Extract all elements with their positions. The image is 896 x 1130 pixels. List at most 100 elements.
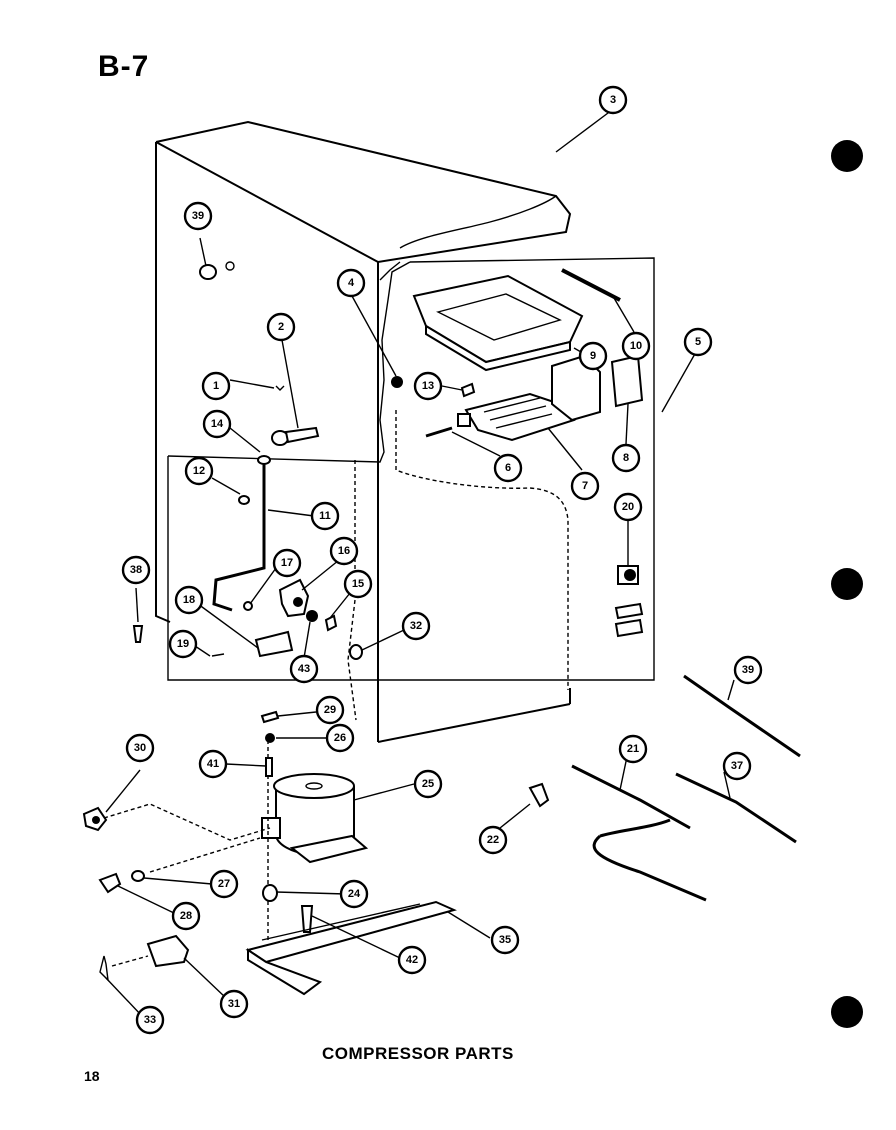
callout-11: 11	[310, 501, 340, 531]
fill-tube-pin	[425, 426, 453, 438]
callout-5: 5	[683, 327, 713, 357]
callout-28: 27	[209, 869, 239, 899]
drain-line	[347, 460, 357, 721]
svg-text:25: 25	[422, 778, 434, 790]
callout-4: 4	[336, 268, 366, 298]
callout-15: 15	[343, 569, 373, 599]
wire-harness	[571, 764, 691, 830]
svg-text:7: 7	[582, 480, 588, 492]
relay-overload	[82, 803, 271, 841]
svg-text:38: 38	[130, 564, 142, 576]
callout-12: 12	[184, 456, 214, 486]
callout-25: 25	[413, 769, 443, 799]
instruction-card	[610, 354, 644, 408]
svg-text:11: 11	[319, 510, 331, 522]
callout-13: 13	[413, 371, 443, 401]
refrigerant-line	[395, 410, 569, 690]
power-cord	[592, 818, 707, 902]
callout-7: 7	[570, 471, 600, 501]
svg-text:27: 27	[218, 878, 230, 890]
ice-tray	[412, 274, 584, 372]
svg-text:14: 14	[211, 418, 224, 430]
svg-text:39: 39	[192, 210, 204, 222]
compressor-grommet	[262, 884, 278, 902]
section-code: B-7	[98, 50, 150, 83]
callout-10: 10	[621, 331, 651, 361]
svg-text:42: 42	[406, 954, 418, 966]
svg-text:43: 43	[298, 663, 310, 675]
water-valve-bracket	[243, 578, 338, 632]
callout-29: 28	[171, 901, 201, 931]
svg-text:19: 19	[177, 638, 189, 650]
svg-text:6: 6	[505, 462, 511, 474]
water-solenoid-valve	[614, 520, 644, 638]
compressor	[261, 740, 369, 940]
callout-35: 35	[490, 925, 520, 955]
svg-text:21: 21	[627, 743, 639, 755]
callout-30: 30	[125, 733, 155, 763]
svg-text:15: 15	[352, 578, 364, 590]
callout-8: 8	[611, 443, 641, 473]
callout-18: 18	[174, 585, 204, 615]
drain-plug	[199, 264, 217, 280]
svg-text:16: 16	[338, 545, 350, 557]
svg-text:10: 10	[630, 340, 642, 352]
callout-26: 26	[325, 723, 355, 753]
clip	[260, 710, 280, 724]
svg-text:33: 33	[144, 1014, 156, 1026]
svg-text:12: 12	[193, 465, 205, 477]
hinge-bolt	[271, 426, 320, 446]
grommet	[391, 376, 403, 388]
diagram-caption: COMPRESSOR PARTS	[322, 1044, 514, 1063]
callout-21: 21	[618, 734, 648, 764]
svg-text:31: 31	[228, 998, 240, 1010]
callout-19: 19	[168, 629, 198, 659]
callout-16: 16	[329, 536, 359, 566]
svg-text:17: 17	[281, 557, 293, 569]
callout-43: 43	[289, 654, 319, 684]
callout-36: 37	[722, 751, 752, 781]
callout-20: 20	[613, 492, 643, 522]
washer	[349, 644, 363, 660]
svg-text:39: 39	[742, 664, 754, 676]
svg-text:1: 1	[213, 380, 219, 392]
callout-41: 41	[198, 749, 228, 779]
compressor-bolt	[300, 905, 314, 933]
leader-lines	[105, 109, 735, 1017]
callout-9: 9	[578, 341, 608, 371]
sleeve	[265, 757, 273, 777]
bale-strap	[99, 955, 109, 982]
mounting-bracket	[254, 630, 294, 658]
mounting-screw	[460, 382, 476, 398]
svg-text:35: 35	[499, 934, 511, 946]
shelf-rod	[561, 268, 621, 302]
screw	[132, 625, 144, 643]
svg-text:8: 8	[623, 452, 629, 464]
callout-17: 17	[272, 548, 302, 578]
callout-1: 1	[201, 371, 231, 401]
svg-text:32: 32	[410, 620, 422, 632]
binding-hole	[831, 140, 863, 172]
page-number: 18	[84, 1068, 100, 1084]
svg-text:41: 41	[207, 758, 219, 770]
grommet	[265, 733, 275, 743]
svg-text:3: 3	[610, 94, 616, 106]
callout-14: 14	[202, 409, 232, 439]
callout-32: 33	[135, 1005, 165, 1035]
callout-39b: 39	[733, 655, 763, 685]
callout-2: 2	[266, 312, 296, 342]
compressor-base-plate	[245, 900, 457, 996]
svg-text:9: 9	[590, 350, 596, 362]
wire-harness	[675, 772, 797, 844]
svg-text:18: 18	[183, 594, 195, 606]
callout-3: 3	[598, 85, 628, 115]
callout-24: 24	[339, 879, 369, 909]
terminal-cover	[98, 872, 122, 894]
callout-33: 32	[401, 611, 431, 641]
callout-22: 22	[478, 825, 508, 855]
callout-37: 38	[121, 555, 151, 585]
drain-tube-assembly	[212, 455, 271, 612]
callout-27: 29	[315, 695, 345, 725]
svg-text:24: 24	[348, 888, 361, 900]
